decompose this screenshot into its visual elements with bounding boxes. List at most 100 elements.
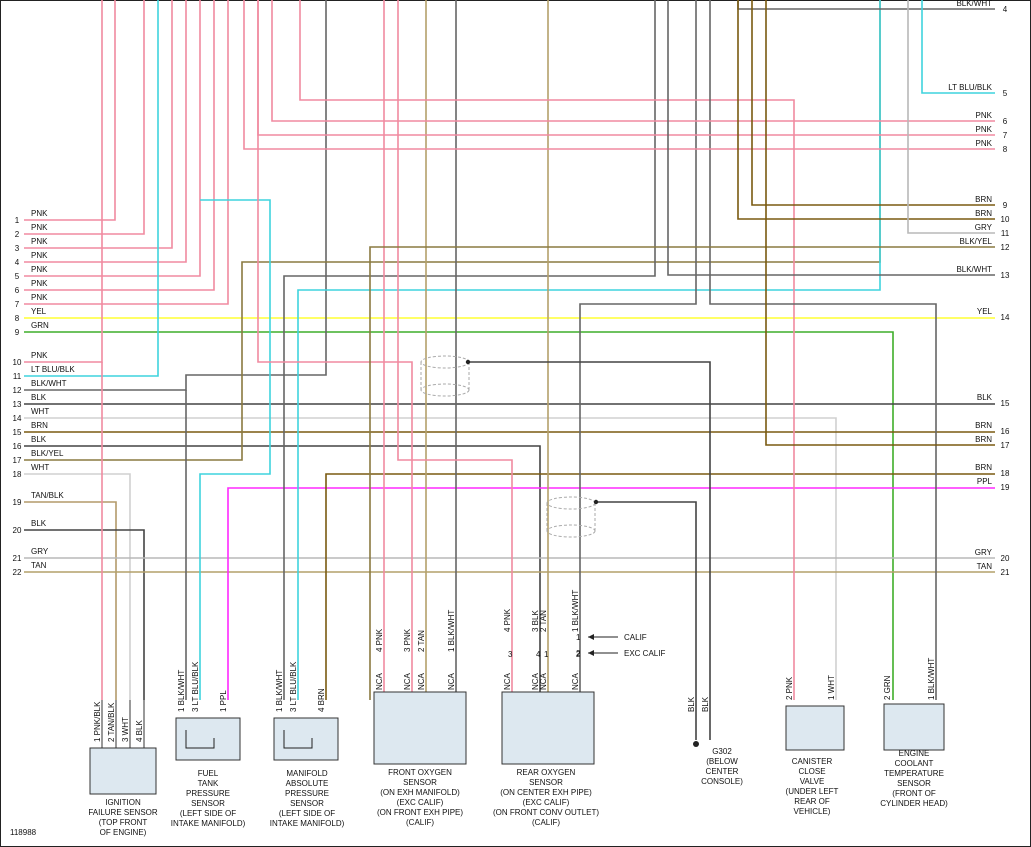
right-pin-number: 21 (1001, 568, 1010, 577)
wire-l11 (24, 0, 159, 377)
left-wire-label: BLK/WHT (31, 379, 67, 388)
left-wire-label: WHT (31, 407, 49, 416)
wire-grn (24, 331, 894, 700)
right-wire-label: PPL (977, 477, 993, 486)
left-wire-label: BRN (31, 421, 48, 430)
rear-o2-caption: (CALIF) (532, 818, 560, 827)
fuel-pin-label: 1 PPL (219, 690, 228, 712)
left-wire-label: PNK (31, 223, 48, 232)
fuel-tank-sensor-caption: TANK (198, 779, 219, 788)
ect-sensor-caption: SENSOR (897, 779, 931, 788)
left-pin-number: 22 (13, 568, 22, 577)
ignition-failure-sensor-box (89, 747, 157, 795)
canister-valve-caption: VEHICLE) (794, 807, 831, 816)
components-layer (89, 691, 945, 795)
left-pin-number: 12 (13, 386, 22, 395)
wire-blk20 (24, 529, 145, 700)
left-pin-number: 7 (15, 300, 20, 309)
left-wire-label: PNK (31, 209, 48, 218)
right-pin-number: 19 (1001, 483, 1010, 492)
ignition-failure-sensor-caption: OF ENGINE) (100, 828, 147, 837)
left-pin-number: 18 (13, 470, 22, 479)
resistor-symbol (283, 730, 313, 749)
wire-blk16 (24, 445, 541, 700)
wire-r8 (243, 0, 995, 150)
left-pin-number: 4 (15, 258, 20, 267)
map-sensor-caption: ABSOLUTE (286, 779, 329, 788)
ect-sensor-caption: COOLANT (895, 759, 934, 768)
right-wire-label: BLK/YEL (960, 237, 993, 246)
front-o2-box (373, 691, 467, 765)
ground-symbol (693, 741, 699, 747)
fuel-tank-sensor-caption: PRESSURE (186, 789, 230, 798)
right-pin-number: 12 (1001, 243, 1010, 252)
front-o2-caption: SENSOR (403, 778, 437, 787)
wire-r6 (271, 0, 995, 122)
wire-r9 (751, 0, 995, 206)
map-pin-label: 1 BLK/WHT (275, 670, 284, 712)
canister-pin-label: 2 PNK (785, 676, 794, 700)
right-wire-label: BLK (977, 393, 993, 402)
left-wire-label: YEL (31, 307, 47, 316)
legend-arrowhead (588, 650, 594, 656)
right-wire-label: PNK (976, 139, 993, 148)
map-sensor-caption: PRESSURE (285, 789, 329, 798)
figure-id: 118988 (10, 828, 37, 837)
left-pin-number: 10 (13, 358, 22, 367)
rear-o2-caption: (ON FRONT CONV OUTLET) (493, 808, 599, 817)
wire-map-4 (325, 473, 995, 700)
right-pin-number: 20 (1001, 554, 1010, 563)
right-pin-number: 10 (1001, 215, 1010, 224)
left-pin-number: 17 (13, 456, 22, 465)
wire-tanblk19 (24, 501, 117, 700)
nca-tag: NCA (403, 672, 412, 690)
legend-label: CALIF (624, 633, 647, 642)
rear-o2-box (501, 691, 595, 765)
ignition-pin-label: 4 BLK (135, 720, 144, 742)
wire-l1 (24, 0, 116, 221)
ignition-pin-label: 2 TAN/BLK (107, 702, 116, 742)
left-pin-number: 21 (13, 554, 22, 563)
wire-r17 (765, 0, 995, 446)
wire-fuel-3 (199, 199, 271, 700)
wire-r12 (369, 246, 995, 700)
wire-traces (24, 0, 995, 740)
right-wire-label: BLK/WHT (956, 0, 992, 8)
wire-r11 (907, 0, 995, 234)
right-wire-label: GRY (975, 548, 993, 557)
left-wire-label: TAN (31, 561, 47, 570)
left-wire-label: BLK/YEL (31, 449, 64, 458)
left-wire-label: PNK (31, 279, 48, 288)
ignition-failure-sensor-caption: IGNITION (105, 798, 141, 807)
right-wire-label: LT BLU/BLK (948, 83, 992, 92)
legend-pin: 2 (576, 649, 581, 658)
left-pin-number: 14 (13, 414, 22, 423)
left-pin-number: 19 (13, 498, 22, 507)
left-wire-label: PNK (31, 265, 48, 274)
wire-ro2-4 (397, 0, 513, 700)
wire-ro2-1 (579, 0, 697, 700)
nca-tag: NCA (539, 672, 548, 690)
map-pin-label: 4 BRN (317, 688, 326, 712)
wire-wht18 (24, 473, 131, 700)
right-wire-label: BRN (975, 209, 992, 218)
right-wire-label: GRY (975, 223, 993, 232)
ignition-failure-sensor-caption: (TOP FRONT (99, 818, 148, 827)
map-sensor-caption: MANIFOLD (286, 769, 328, 778)
canister-valve-box (785, 705, 845, 751)
wire-ect-1 (709, 0, 937, 700)
rear-o2-alt-pin: 3 (508, 650, 513, 659)
map-sensor-caption: (LEFT SIDE OF (279, 809, 335, 818)
left-pin-number: 16 (13, 442, 22, 451)
ect-sensor-caption: ENGINE (899, 749, 930, 758)
left-pin-number: 3 (15, 244, 20, 253)
front-o2-caption: (ON EXH MANIFOLD) (380, 788, 460, 797)
front-o2-caption: (EXC CALIF) (397, 798, 444, 807)
g302-caption: (BELOW (706, 757, 738, 766)
canister-pin-label: 1 WHT (827, 675, 836, 700)
ect-sensor-box (883, 703, 945, 751)
left-pin-number: 6 (15, 286, 20, 295)
front-o2-pin-label: 3 PNK (403, 628, 412, 652)
left-pin-number: 15 (13, 428, 22, 437)
